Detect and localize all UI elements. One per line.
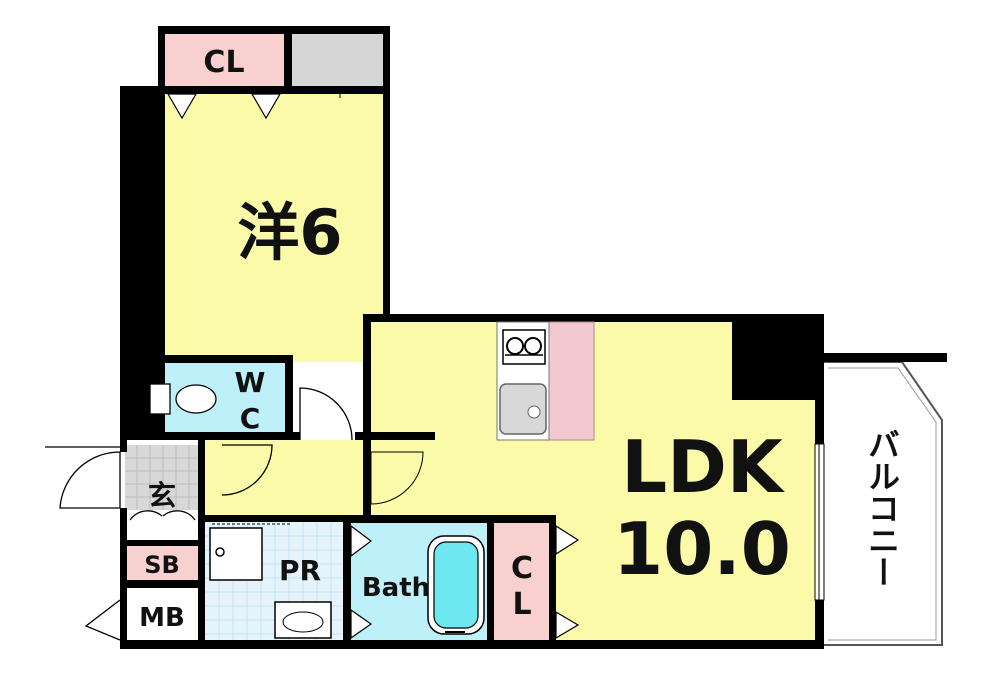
hallway-area	[205, 440, 370, 520]
powder-room-label: PR	[279, 554, 321, 587]
western-room-door	[299, 387, 353, 441]
bath-door	[350, 524, 373, 640]
balcony-inner-line	[828, 367, 937, 641]
closet-ldk-label-line1: C	[511, 551, 533, 586]
toilet-icon	[149, 383, 217, 415]
balcony-label: バルコニー	[863, 428, 901, 588]
front-door	[59, 451, 121, 509]
wc-label-line1: W	[235, 366, 266, 399]
washbasin-icon	[274, 601, 332, 639]
washing-machine-icon	[209, 527, 263, 581]
closet-ldk-doors	[555, 524, 580, 640]
closet-top-doors	[166, 93, 282, 120]
closet-top-area	[163, 32, 285, 88]
ldk-door	[370, 451, 424, 505]
meter-box-door	[84, 599, 121, 641]
stove-icon	[502, 329, 546, 365]
doors	[45, 387, 424, 641]
ldk-label-line1: LDK	[621, 425, 785, 509]
walls	[120, 26, 947, 649]
hallway-door	[221, 444, 273, 496]
western-room-label: 洋6	[237, 196, 342, 269]
entrance-grid	[125, 445, 200, 510]
bathtub-icon	[427, 535, 485, 635]
meter-box-label: MB	[139, 603, 185, 633]
bath-label: Bath	[362, 573, 430, 603]
shoe-box-area	[125, 545, 200, 580]
storage-area	[290, 32, 385, 88]
closet-ldk-area	[493, 522, 550, 640]
western-room-area	[163, 90, 385, 362]
closet-top-label: CL	[203, 45, 244, 80]
meter-box-area	[125, 588, 200, 640]
wc-label-line2: C	[240, 402, 261, 435]
balcony-area	[822, 362, 942, 645]
sink-icon	[499, 383, 547, 435]
entrance-label: 玄	[148, 479, 176, 512]
closet-ldk-label-line2: L	[512, 587, 531, 622]
ldk-label-line2: 10.0	[613, 507, 791, 591]
shoe-box-label: SB	[144, 551, 180, 579]
wc-area	[148, 362, 288, 434]
